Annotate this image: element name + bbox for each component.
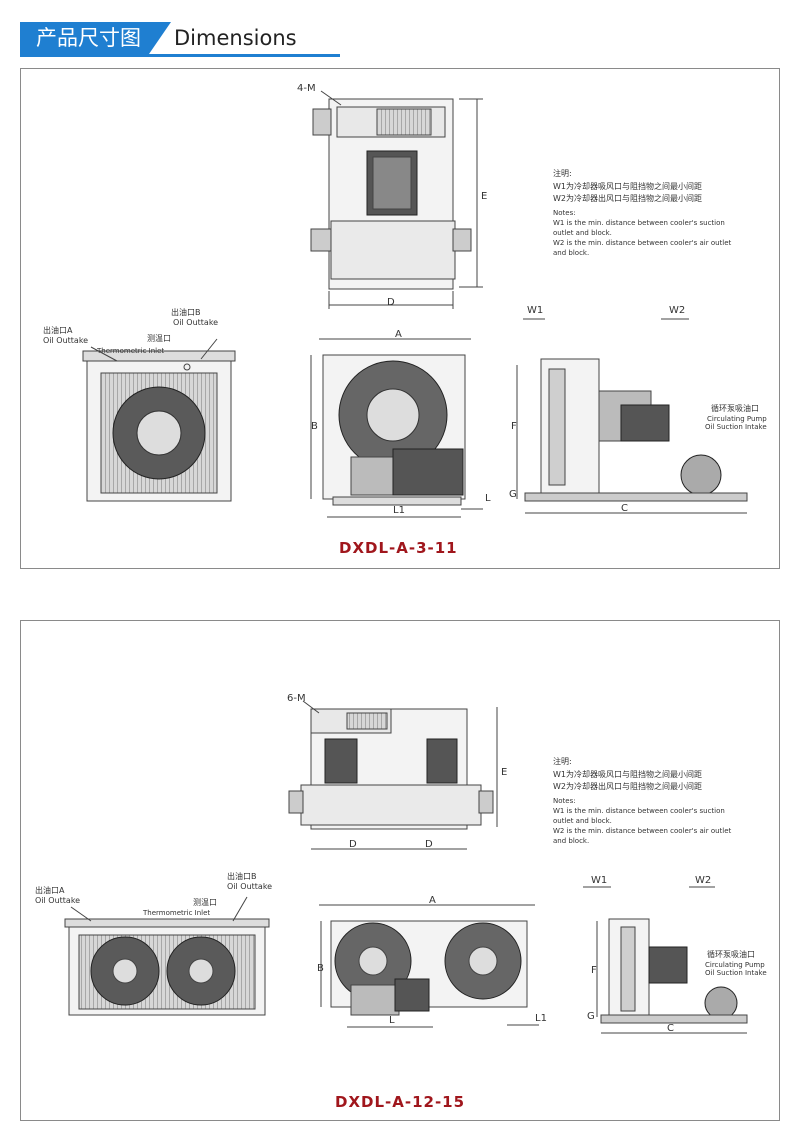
label-l1: L1 [535,1013,547,1024]
notes-zh1: W1为冷却器吸风口与阻挡物之间最小间距 [553,769,702,779]
notes-en2a: W2 is the min. distance between cooler's… [553,239,732,247]
label-pump-zh: 循环泵吸油口 [707,949,755,959]
label-thermo-zh: 测温口 [193,898,217,907]
drawing-dxdl-a-3-11: 4-M E D 出油口A Oil Outtake 出油口B Oil Outtak… [43,83,767,557]
label-b: B [317,963,324,974]
side-view-drawing [319,904,539,1028]
top-view-drawing [288,700,498,850]
label-outlet-b-en: Oil Outtake [173,318,218,327]
label-f: F [591,965,597,976]
front-view-drawing [82,338,236,502]
notes-zh2: W2为冷却器出风口与阻挡物之间最小间距 [553,193,702,203]
notes-en2b: and block. [553,249,589,257]
notes-en1b: outlet and block. [553,817,612,825]
label-g: G [509,489,517,500]
top-view-drawing [310,90,483,309]
dimension-panel-1: 4-M E D 出油口A Oil Outtake 出油口B Oil Outtak… [20,68,780,569]
label-w2: W2 [695,875,711,886]
notes-en-title: Notes: [553,209,576,217]
label-outlet-a-zh: 出油口A [43,325,73,335]
label-e: E [501,767,507,778]
label-pump-en2: Oil Suction Intake [705,969,767,977]
notes-en2b: and block. [553,837,589,845]
section-header: 产品尺寸图 Dimensions [20,22,780,57]
label-pump-en1: Circulating Pump [707,415,767,423]
label-w1: W1 [527,305,543,316]
notes-en1a: W1 is the min. distance between cooler's… [553,807,725,815]
notes-block: 注明: W1为冷却器吸风口与阻挡物之间最小间距 W2为冷却器出风口与阻挡物之间最… [553,756,732,845]
label-4m: 4-M [297,83,316,94]
label-pump-en1: Circulating Pump [705,961,765,969]
label-l: L [389,1015,395,1026]
notes-en2a: W2 is the min. distance between cooler's… [553,827,732,835]
notes-title: 注明: [553,168,572,178]
front-view-drawing [64,896,270,1016]
notes-zh1: W1为冷却器吸风口与阻挡物之间最小间距 [553,181,702,191]
label-w2: W2 [669,305,685,316]
label-thermo-en: Thermometric Inlet [96,347,164,355]
label-w1: W1 [591,875,607,886]
label-thermo-en: Thermometric Inlet [142,909,210,917]
label-g: G [587,1011,595,1022]
label-b: B [311,421,318,432]
label-6m: 6-M [287,693,306,704]
header-title-zh: 产品尺寸图 [20,22,171,54]
label-outlet-b-zh: 出油口B [171,307,201,317]
label-e: E [481,191,487,202]
label-outlet-b-en: Oil Outtake [227,882,272,891]
notes-en-title: Notes: [553,797,576,805]
drawing-dxdl-a-12-15: 6-M E D D 出油口A Oil Outtake 出油口B Oil Outt… [35,693,767,1111]
label-f: F [511,421,517,432]
label-d2: D [425,839,433,850]
label-pump-zh: 循环泵吸油口 [711,403,759,413]
label-a: A [429,895,436,906]
label-l: L [485,493,491,504]
notes-block: 注明: W1为冷却器吸风口与阻挡物之间最小间距 W2为冷却器出风口与阻挡物之间最… [553,168,732,257]
notes-zh2: W2为冷却器出风口与阻挡物之间最小间距 [553,781,702,791]
label-l1: L1 [393,505,405,516]
label-d1: D [349,839,357,850]
label-d: D [387,297,395,308]
label-outlet-a-en: Oil Outtake [43,336,88,345]
right-view-drawing [583,886,748,1034]
label-c: C [621,503,628,514]
model-title: DXDL-A-12-15 [335,1093,465,1111]
label-a: A [395,329,402,340]
side-view-drawing [310,338,483,518]
notes-en1a: W1 is the min. distance between cooler's… [553,219,725,227]
label-thermo-zh: 测温口 [147,334,171,343]
notes-en1b: outlet and block. [553,229,612,237]
label-c: C [667,1023,674,1034]
right-view-drawing [516,318,748,514]
notes-title: 注明: [553,756,572,766]
header-underline [20,54,340,57]
dimension-panel-2: 6-M E D D 出油口A Oil Outtake 出油口B Oil Outt… [20,620,780,1121]
model-title: DXDL-A-3-11 [339,539,458,557]
label-outlet-a-en: Oil Outtake [35,896,80,905]
label-pump-en2: Oil Suction Intake [705,423,767,431]
header-title-en: Dimensions [174,26,297,50]
label-outlet-a-zh: 出油口A [35,885,65,895]
label-outlet-b-zh: 出油口B [227,871,257,881]
